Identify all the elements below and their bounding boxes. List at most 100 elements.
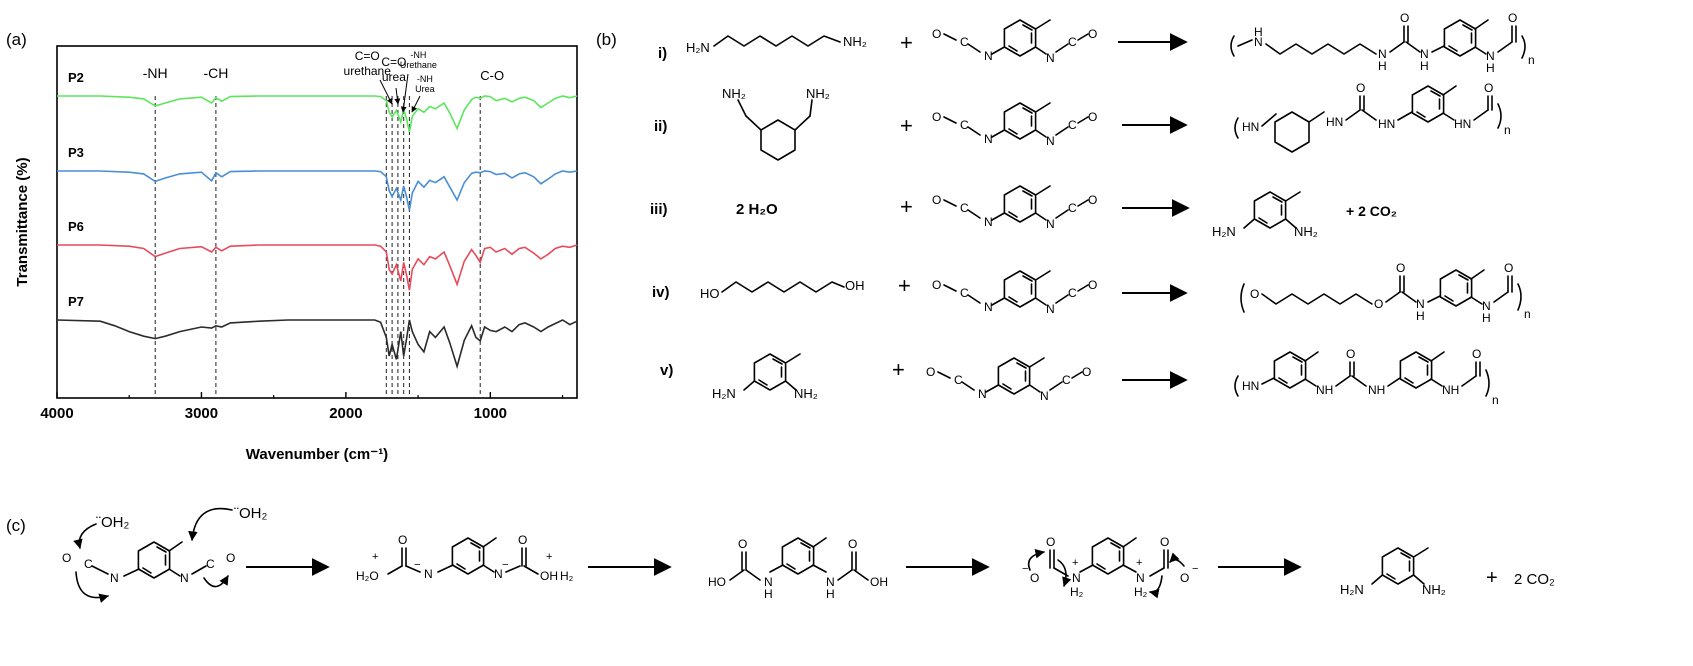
peak-pointer-2 [400, 73, 409, 113]
x-tick-label-4000: 4000 [40, 405, 73, 422]
svg-text:C: C [1068, 118, 1077, 132]
tdi-structure-iv: N C O N C O [932, 270, 1097, 316]
hexamethylenediamine-structure: H₂N NH₂ [686, 34, 867, 55]
svg-text:¨OH₂: ¨OH₂ [96, 514, 129, 531]
svg-text:H: H [1416, 309, 1425, 323]
reaction-label-i: i) [658, 45, 667, 62]
svg-text:C: C [84, 557, 93, 571]
svg-text:O: O [848, 537, 857, 551]
polyurea-product-v: HN NH O NH NH O n [1234, 347, 1499, 407]
peak-label-6: C-O [480, 68, 504, 83]
svg-text:O: O [1508, 11, 1517, 25]
svg-text:O: O [1046, 535, 1055, 549]
panel-label-c: (c) [6, 516, 26, 535]
svg-text:H: H [1254, 25, 1263, 39]
svg-text:N: N [1046, 134, 1055, 148]
peak-label-4: -NH [410, 50, 426, 60]
hexanediol-structure: HO OH [700, 278, 865, 301]
svg-text:N: N [1072, 571, 1081, 585]
mechanism-step4-decarboxylation: N H₂ + O O − N H₂ + O O − [1022, 535, 1198, 599]
reaction-label-ii: ii) [654, 118, 667, 135]
svg-text:H₂N: H₂N [1340, 582, 1364, 597]
peak-label-0: -NH [143, 65, 168, 81]
svg-text:N: N [1040, 389, 1049, 403]
svg-text:N: N [984, 132, 993, 146]
svg-text:NH₂: NH₂ [1294, 224, 1318, 239]
svg-text:N: N [1416, 297, 1425, 311]
svg-text:HN: HN [1242, 379, 1259, 393]
svg-text:C: C [1068, 201, 1077, 215]
svg-text:O: O [1400, 11, 1409, 25]
svg-text:C: C [960, 286, 969, 300]
svg-text:¨OH₂: ¨OH₂ [234, 505, 267, 522]
svg-text:OH: OH [845, 278, 865, 293]
mechanism-step3-carbamic-acid: N H O HO N H O OH [708, 537, 888, 601]
svg-text:H: H [1486, 61, 1495, 75]
svg-text:O: O [926, 365, 935, 379]
plus-i: + [900, 30, 913, 55]
mechanism-final-co2: 2 CO₂ [1514, 571, 1555, 588]
svg-text:O: O [1088, 193, 1097, 207]
svg-text:−: − [502, 559, 508, 571]
svg-text:H₂: H₂ [1070, 585, 1084, 599]
polyurea-product-ii: HN HN O HN HN O n [1234, 81, 1511, 153]
svg-text:N: N [494, 567, 503, 581]
peak-label-sub-2: urethane [344, 64, 392, 78]
peak-label-2: C=O [355, 49, 380, 63]
svg-text:H₂N: H₂N [1212, 224, 1236, 239]
svg-text:N: N [978, 387, 987, 401]
polyurethane-product-iv: O O O N H N H O n [1240, 261, 1531, 325]
svg-text:H₂N: H₂N [686, 40, 710, 55]
svg-text:N: N [424, 567, 433, 581]
svg-text:+: + [1072, 557, 1078, 569]
svg-text:H: H [826, 587, 835, 601]
svg-text:−: − [414, 559, 420, 571]
mechanism-step1-tdi-water: ¨OH₂ ¨OH₂ N C O N C O [62, 505, 267, 603]
svg-text:H: H [1378, 59, 1387, 73]
plus-iv: + [898, 273, 911, 298]
polyurea-product-i: H N N H O N H N H O n [1230, 11, 1535, 75]
svg-text:H: H [1420, 59, 1429, 73]
svg-text:−: − [1192, 563, 1198, 575]
svg-text:N: N [1482, 299, 1491, 313]
water-reactant: 2 H₂O [736, 201, 778, 218]
svg-text:H: H [1482, 311, 1491, 325]
svg-text:O: O [932, 27, 941, 41]
svg-text:N: N [180, 571, 189, 585]
svg-text:O: O [1484, 81, 1493, 95]
svg-text:HO: HO [700, 286, 720, 301]
svg-text:n: n [1524, 307, 1531, 321]
plot-frame [56, 45, 578, 399]
svg-text:NH: NH [1368, 383, 1385, 397]
svg-text:O: O [1082, 365, 1091, 379]
svg-text:N: N [984, 49, 993, 63]
svg-text:O: O [1250, 287, 1259, 301]
tdi-structure-ii: N C O N C O [932, 102, 1097, 148]
svg-text:O: O [932, 193, 941, 207]
svg-text:n: n [1492, 393, 1499, 407]
reaction-label-iv: iv) [652, 284, 670, 301]
svg-text:−: − [1022, 563, 1028, 575]
svg-text:NH₂: NH₂ [806, 86, 830, 101]
peak-pointer-3 [411, 95, 421, 113]
bis-aminomethyl-cyclohexane-structure: NH₂ NH₂ [722, 86, 830, 161]
svg-text:N: N [764, 575, 773, 589]
svg-text:C: C [954, 373, 963, 387]
svg-text:C: C [960, 35, 969, 49]
svg-text:+: + [372, 551, 378, 563]
plus-iii: + [900, 194, 913, 219]
peak-label-sub-3: urea [382, 70, 406, 84]
svg-text:NH₂: NH₂ [1422, 582, 1446, 597]
peak-label-3: C=O [381, 55, 406, 69]
svg-text:O: O [1472, 347, 1481, 361]
panel-label-b: (b) [596, 30, 617, 49]
svg-text:O: O [62, 551, 71, 565]
svg-text:C: C [206, 557, 215, 571]
svg-text:N: N [1420, 47, 1429, 61]
svg-text:N: N [826, 575, 835, 589]
svg-text:N: N [984, 300, 993, 314]
svg-text:+: + [546, 551, 552, 563]
svg-text:O: O [1504, 261, 1513, 275]
svg-text:O: O [1396, 261, 1405, 275]
